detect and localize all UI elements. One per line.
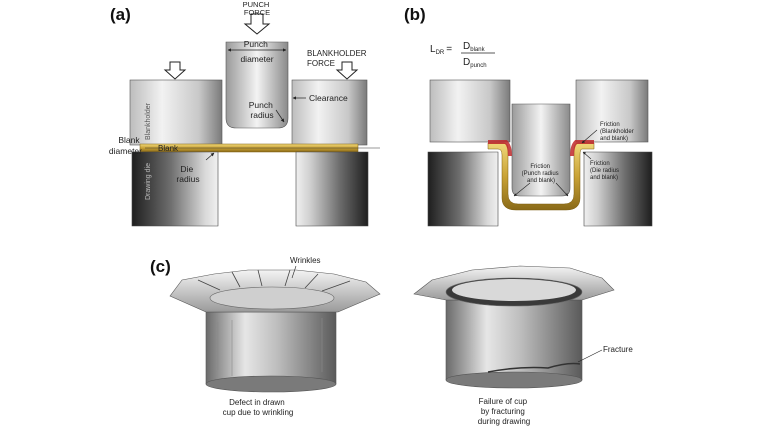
punch-radius-leader [275,109,285,123]
drawn-blank [487,142,595,211]
friction-die-label: Friction (Die radius and blank) [590,161,621,181]
blank-diameter-label: Blank diameter [109,135,142,156]
wrinkles-label: Wrinkles [290,256,321,265]
caption-wrinkling: Defect in drawn cup due to wrinkling [223,398,294,417]
fractured-cup [413,265,615,389]
die-right-b [583,151,653,227]
punch-diameter-label: Punch diameter [240,39,273,64]
svg-text:LDR=: LDR= [430,44,452,56]
friction-punch-label: Friction (Punch radius and blank) [522,164,561,184]
panel-a: (a) PUNCH FORCE Punch diameter [109,0,380,227]
blankholder-force-label: BLANKHOLDER FORCE [307,49,369,68]
wrinkles-leader [291,265,297,279]
fracture-label: Fracture [603,345,633,354]
panel-c-label: (c) [150,257,171,276]
panel-c: (c) Wrinkles Defect in drawn cup due to … [150,256,633,426]
blankholder-label: Blankholder [145,102,152,140]
punch-radius-label: Punch radius [249,100,275,120]
blank-label: Blank [158,144,179,153]
fracture-leader [577,349,603,363]
die-radius-label: Die radius [176,164,199,184]
svg-text:Dpunch: Dpunch [463,57,487,69]
blankholder-force-arrow-right-icon [335,61,359,80]
blankholder-left-b [429,79,511,143]
friction-punch-leader-left [513,182,531,197]
panel-b: (b) LDR= Dblank Dpunch Friction (Blankho… [404,5,653,227]
punch-b [511,103,571,197]
caption-fracture: Failure of cup by fracturing during draw… [478,397,530,426]
blankholder-right-b [575,79,649,143]
friction-blankholder-leader [581,129,598,144]
blankholder-force-arrow-left-icon [163,61,187,80]
friction-zone-left [488,140,512,157]
panel-b-label: (b) [404,5,426,24]
friction-zone-right [570,140,594,157]
die-right [295,151,369,227]
drawing-die-label: Drawing die [145,163,152,200]
draw-ratio-formula: LDR= Dblank Dpunch [430,41,495,69]
blankholder-left [129,79,223,146]
punch-force-label: PUNCH FORCE [243,0,272,17]
die-left [131,151,219,227]
blankholder-right [291,79,368,146]
die-left-b [427,151,499,227]
friction-blankholder-label: Friction (Blankholder and blank) [600,122,635,142]
svg-text:Dblank: Dblank [463,41,486,53]
die-radius-leader [205,152,215,161]
panel-a-label: (a) [110,5,131,24]
punch-force-arrow-icon [243,13,271,35]
wrinkled-cup [169,269,381,393]
friction-die-leader [582,151,592,160]
friction-punch-leader-right [555,182,569,197]
clearance-label: Clearance [309,93,348,103]
punch [225,41,289,129]
